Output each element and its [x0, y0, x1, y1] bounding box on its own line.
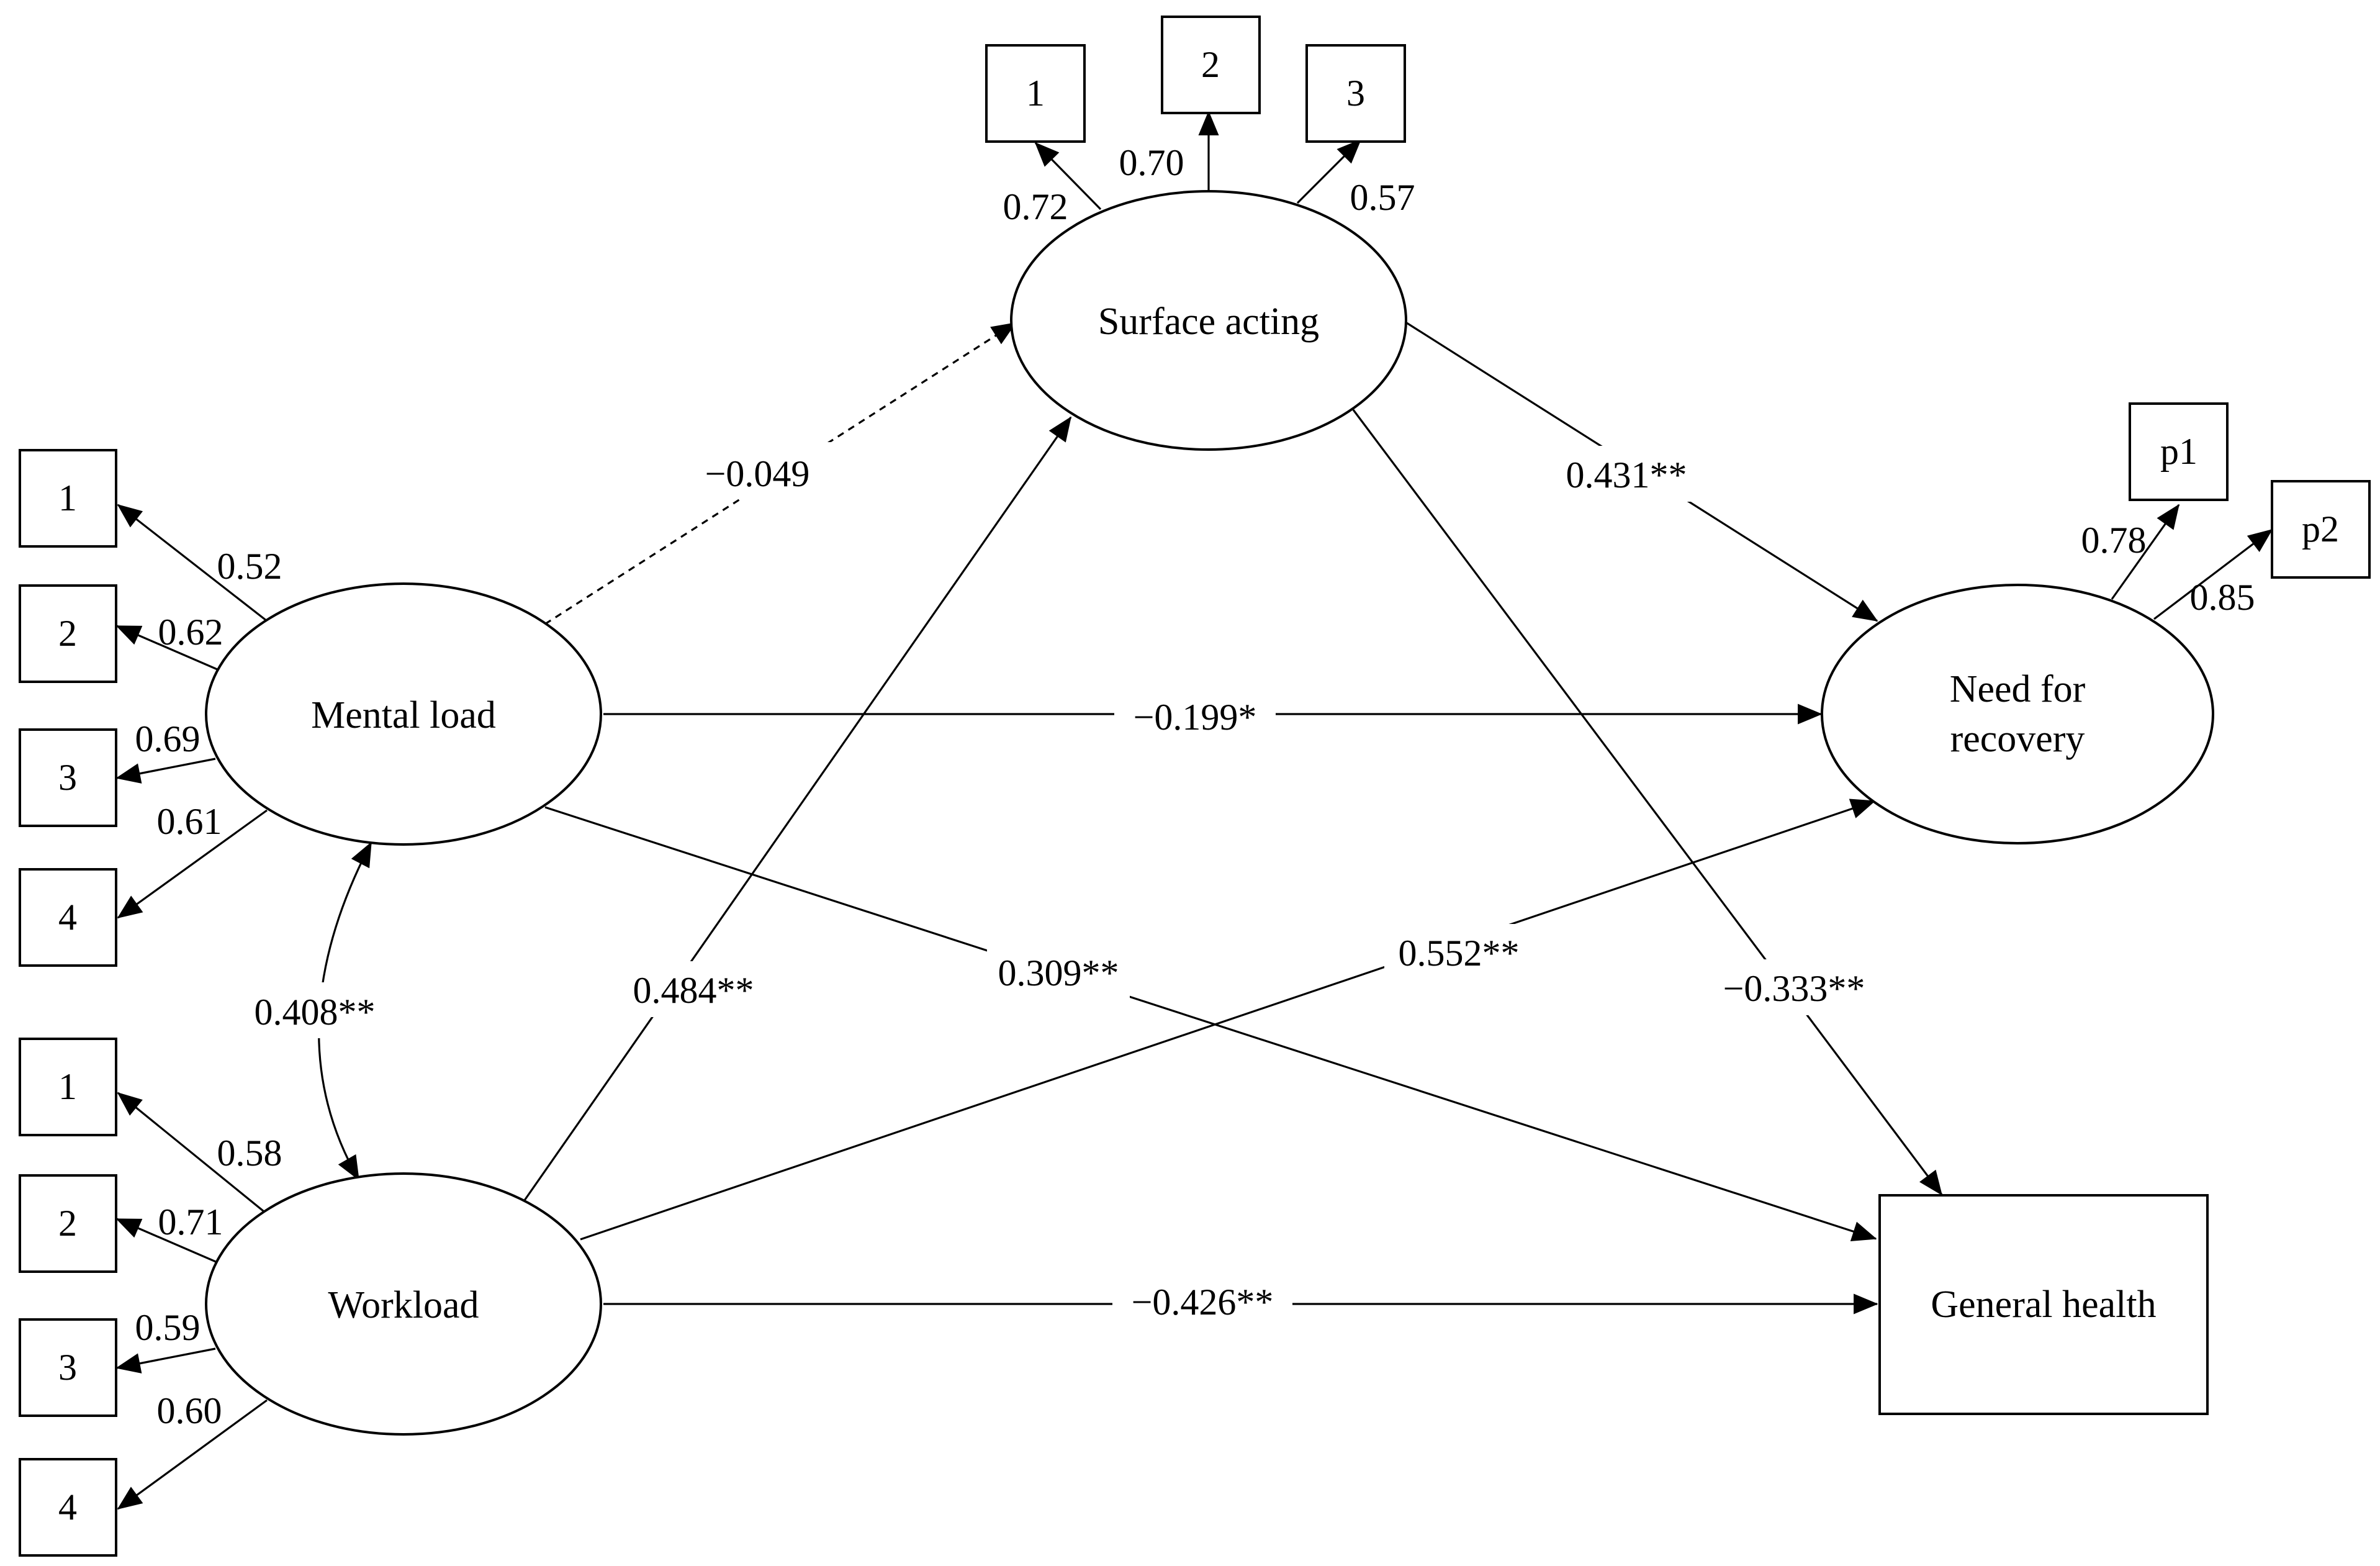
indicator-mental-load-1: 1 — [19, 449, 117, 548]
loading-mental-load-1: 0.52 — [217, 546, 282, 587]
svg-text:p1: p1 — [2160, 431, 2197, 472]
svg-text:4: 4 — [58, 1487, 77, 1528]
indicator-workload-3: 3 — [19, 1318, 117, 1417]
latent-variables: Surface acting Mental load Workload Need… — [205, 190, 2214, 1436]
coef-workload-to-general-health: −0.426** — [1132, 1282, 1274, 1323]
latent-workload: Workload — [205, 1172, 602, 1436]
latent-surface-acting: Surface acting — [1010, 190, 1407, 451]
indicator-mental-load-2: 2 — [19, 584, 117, 683]
svg-text:3: 3 — [58, 757, 77, 798]
indicator-surface-acting-1: 1 — [985, 44, 1086, 143]
svg-text:4: 4 — [58, 897, 77, 938]
structural-paths — [318, 322, 1943, 1315]
loading-arrow-surface-acting-1 — [1034, 142, 1102, 210]
loading-arrow-workload-2 — [115, 1218, 218, 1264]
observed-general-health-label: General health — [1931, 1283, 2156, 1326]
latent-workload-label: Workload — [328, 1284, 479, 1326]
loading-arrow-need-for-recovery-p1 — [2111, 504, 2180, 600]
loading-arrow-workload-1 — [117, 1092, 268, 1215]
indicator-workload-2: 2 — [19, 1174, 117, 1273]
svg-text:p2: p2 — [2302, 509, 2339, 550]
coef-surface-acting-to-general-health: −0.333** — [1723, 968, 1865, 1009]
coef-correlation-mental-load-workload: 0.408** — [255, 992, 376, 1033]
latent-mental-load-label: Mental load — [311, 694, 496, 736]
loading-surface-acting-2: 0.70 — [1119, 142, 1184, 183]
loading-arrow-workload-4 — [117, 1399, 268, 1510]
loading-labels: 0.72 0.70 0.57 0.52 0.62 0.69 0.61 0.58 … — [135, 142, 2255, 1431]
svg-text:3: 3 — [58, 1347, 77, 1388]
indicator-mental-load-4: 4 — [19, 868, 117, 967]
loading-arrow-mental-load-4 — [117, 809, 268, 919]
coef-mental-load-to-need-for-recovery: −0.199* — [1134, 697, 1257, 738]
svg-text:2: 2 — [58, 613, 77, 654]
indicator-workload-1: 1 — [19, 1038, 117, 1136]
loading-workload-1: 0.58 — [217, 1133, 282, 1174]
loading-arrows — [115, 111, 2273, 1510]
coef-workload-to-need-for-recovery: 0.552** — [1399, 933, 1520, 974]
coef-mental-load-to-general-health: 0.309** — [998, 953, 1119, 993]
loading-mental-load-2: 0.62 — [158, 612, 223, 653]
indicator-boxes: 1 2 3 1 2 3 4 1 — [19, 16, 2371, 1557]
indicator-mental-load-3: 3 — [19, 728, 117, 827]
loading-arrow-mental-load-1 — [117, 504, 268, 622]
loading-mental-load-4: 0.61 — [157, 801, 222, 842]
svg-text:3: 3 — [1346, 73, 1365, 114]
path-coefficients: −0.049 0.431** −0.199* 0.484** 0.309** 0… — [243, 442, 1873, 1329]
latent-need-for-recovery-label-line2: recovery — [1950, 718, 2085, 760]
loading-need-for-recovery-p2: 0.85 — [2190, 577, 2255, 618]
latent-surface-acting-label: Surface acting — [1098, 301, 1319, 343]
svg-text:1: 1 — [58, 477, 77, 518]
svg-text:2: 2 — [58, 1203, 77, 1244]
path-surface-acting-to-general-health — [1352, 409, 1943, 1196]
indicator-workload-4: 4 — [19, 1458, 117, 1557]
indicator-need-for-recovery-p2: p2 — [2271, 480, 2371, 579]
indicator-need-for-recovery-p1: p1 — [2129, 402, 2229, 501]
latent-need-for-recovery-label-line1: Need for — [1950, 668, 2086, 710]
indicator-surface-acting-3: 3 — [1305, 44, 1406, 143]
loading-surface-acting-3: 0.57 — [1350, 177, 1415, 218]
path-workload-to-surface-acting — [523, 416, 1072, 1201]
svg-text:2: 2 — [1201, 44, 1220, 85]
svg-text:1: 1 — [1026, 73, 1045, 114]
loading-workload-2: 0.71 — [158, 1202, 223, 1242]
loading-workload-4: 0.60 — [157, 1390, 222, 1431]
loading-arrow-mental-load-3 — [115, 758, 216, 784]
loading-arrow-need-for-recovery-p2 — [2153, 528, 2273, 620]
loading-surface-acting-1: 0.72 — [1003, 186, 1068, 227]
loading-arrow-surface-acting-3 — [1296, 138, 1362, 204]
svg-text:1: 1 — [58, 1066, 77, 1107]
path-workload-to-need-for-recovery — [580, 799, 1876, 1241]
loading-arrow-workload-3 — [115, 1347, 216, 1374]
loading-need-for-recovery-p1: 0.78 — [2081, 520, 2147, 561]
latent-need-for-recovery: Need for recovery — [1821, 584, 2214, 844]
indicator-surface-acting-2: 2 — [1161, 16, 1261, 114]
observed-general-health: General health — [1878, 1194, 2209, 1415]
loading-arrow-mental-load-2 — [115, 625, 218, 671]
loading-workload-3: 0.59 — [135, 1307, 201, 1348]
coef-mental-load-to-surface-acting: −0.049 — [705, 453, 810, 494]
coef-surface-acting-to-need-for-recovery: 0.431** — [1566, 455, 1687, 496]
loading-mental-load-3: 0.69 — [135, 718, 201, 759]
path-mental-load-to-general-health — [544, 806, 1877, 1241]
latent-mental-load: Mental load — [205, 582, 602, 846]
coef-workload-to-surface-acting: 0.484** — [633, 970, 754, 1011]
